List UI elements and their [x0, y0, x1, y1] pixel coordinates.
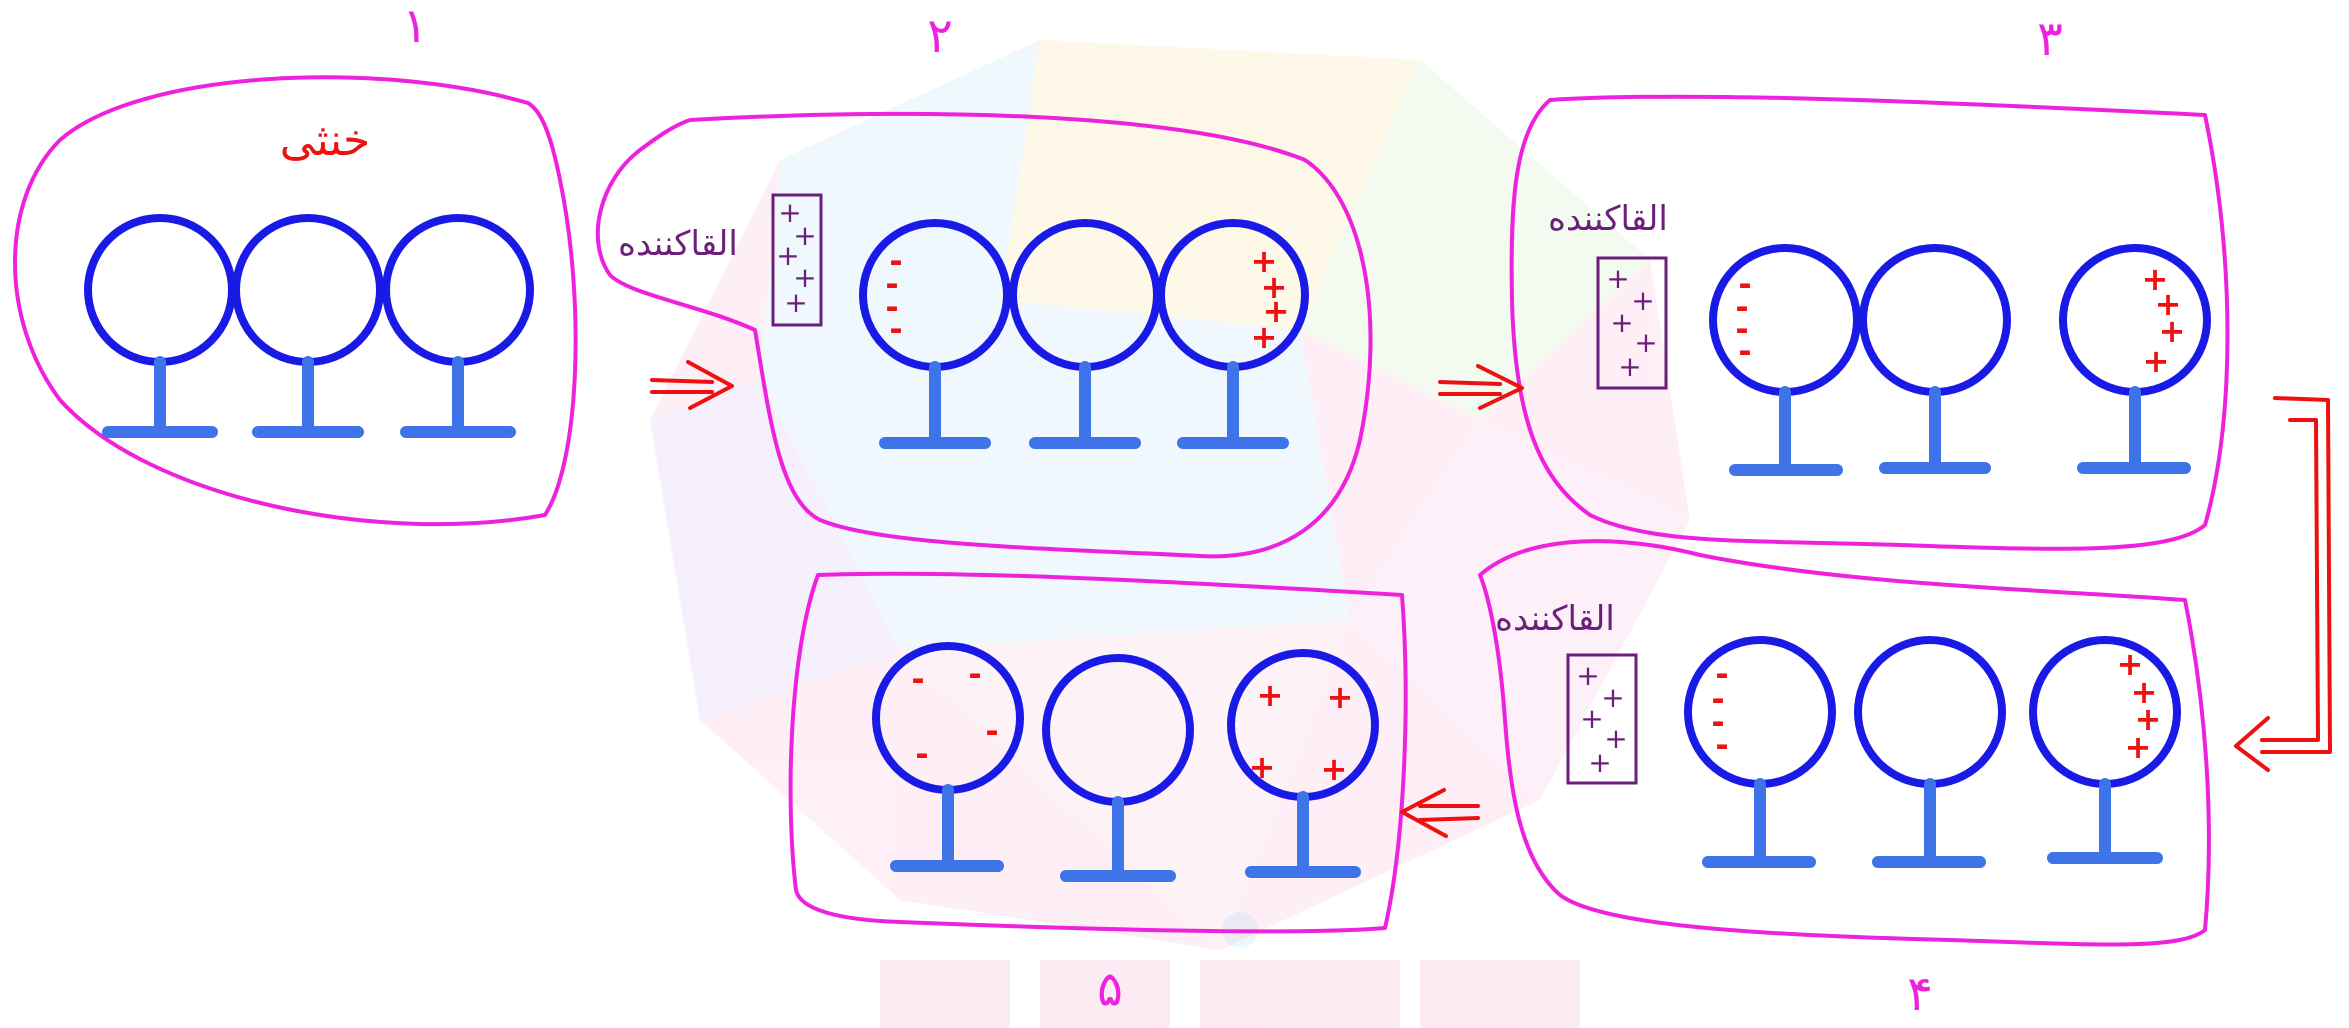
charge-mark: - — [1735, 310, 1748, 348]
sphere-set-3 — [1709, 244, 2211, 476]
rod-charge: + — [793, 261, 816, 294]
conductor-sphere — [84, 214, 236, 366]
panel-2-outline — [595, 111, 1373, 559]
charge-mark: - — [1715, 655, 1728, 693]
rod-charge: + — [1580, 702, 1603, 735]
rod-charge: + — [1606, 262, 1629, 295]
charge-mark: + — [1251, 242, 1278, 280]
charge-mark: + — [2125, 728, 2152, 766]
charge-mark: - — [911, 660, 924, 698]
panel-1-outline — [13, 75, 578, 527]
conductor-sphere — [232, 214, 384, 366]
charged-rod — [1596, 256, 1668, 390]
charge-mark: + — [1257, 676, 1284, 714]
charge-mark: + — [2142, 260, 2169, 298]
rod-charge: + — [784, 286, 807, 319]
charge-mark: + — [1321, 750, 1348, 788]
panel-5-outline — [788, 571, 1408, 934]
panel-number-2: ۲ — [927, 8, 953, 64]
inducer-label: القاکننده — [618, 224, 738, 264]
charge-mark: + — [1263, 292, 1290, 330]
charge-mark: + — [1261, 268, 1288, 306]
charge-mark: - — [985, 712, 998, 750]
charge-mark: + — [2135, 700, 2162, 738]
rod-charge: + — [1604, 722, 1627, 755]
step-arrow — [1400, 788, 1480, 838]
charge-mark: - — [1715, 726, 1728, 764]
charge-mark: - — [1711, 703, 1724, 741]
rod-charge: + — [1631, 284, 1654, 317]
step-arrow — [650, 360, 734, 410]
charge-mark: + — [2159, 312, 2186, 350]
rod-charge: + — [1610, 306, 1633, 339]
watermark-logo — [880, 912, 1580, 1028]
charge-mark: + — [2155, 285, 2182, 323]
charge-mark: + — [2131, 673, 2158, 711]
rod-charge: + — [1576, 659, 1599, 692]
conductor-sphere — [1684, 636, 1836, 788]
panel-number-4: ۴ — [1907, 966, 1933, 1022]
watermark-logo — [650, 40, 1690, 950]
panel-3-outline — [1509, 94, 2230, 551]
charge-mark: - — [885, 265, 898, 303]
charge-mark: + — [1251, 318, 1278, 356]
inducer-label: القاکننده — [1495, 599, 1615, 639]
sphere-set-4 — [1684, 636, 2181, 868]
panel-4-outline — [1478, 539, 2211, 947]
charge-mark: + — [1327, 678, 1354, 716]
panel-number-3: ۳ — [2037, 11, 2063, 67]
charge-mark: - — [889, 242, 902, 280]
charge-mark: - — [1735, 288, 1748, 326]
rod-charge: + — [1618, 350, 1641, 383]
rod-charge: + — [778, 196, 801, 229]
charge-mark: - — [1738, 332, 1751, 370]
conductor-sphere — [382, 214, 534, 366]
charge-mark: + — [2117, 645, 2144, 683]
charged-rod — [771, 193, 823, 327]
rod-charge: + — [1588, 746, 1611, 779]
neutral-label: خنثی — [280, 115, 370, 166]
rod-charge: + — [1634, 326, 1657, 359]
charge-mark: - — [885, 288, 898, 326]
conductor-sphere — [1854, 636, 2006, 788]
charge-mark: + — [1249, 748, 1276, 786]
sphere-set-1 — [84, 214, 534, 438]
rod-charge: + — [793, 219, 816, 252]
inducer-label: القاکننده — [1548, 199, 1668, 239]
step-arrow — [2234, 396, 2332, 772]
charged-rod — [1566, 653, 1638, 785]
sphere-set-5 — [872, 642, 1379, 882]
step-arrow — [1438, 364, 1524, 410]
rod-charge: + — [776, 239, 799, 272]
charge-mark: - — [889, 310, 902, 348]
charge-mark: - — [915, 735, 928, 773]
charge-mark: + — [2143, 342, 2170, 380]
rod-charge: + — [1601, 681, 1624, 714]
conductor-sphere — [1859, 244, 2011, 396]
charge-mark: - — [968, 655, 981, 693]
panel-number-5: ۵ — [1097, 961, 1123, 1017]
sphere-set-2 — [859, 219, 1309, 449]
panel-number-1: ۱ — [402, 0, 428, 54]
charge-mark: - — [1711, 680, 1724, 718]
charge-mark: - — [1738, 265, 1751, 303]
